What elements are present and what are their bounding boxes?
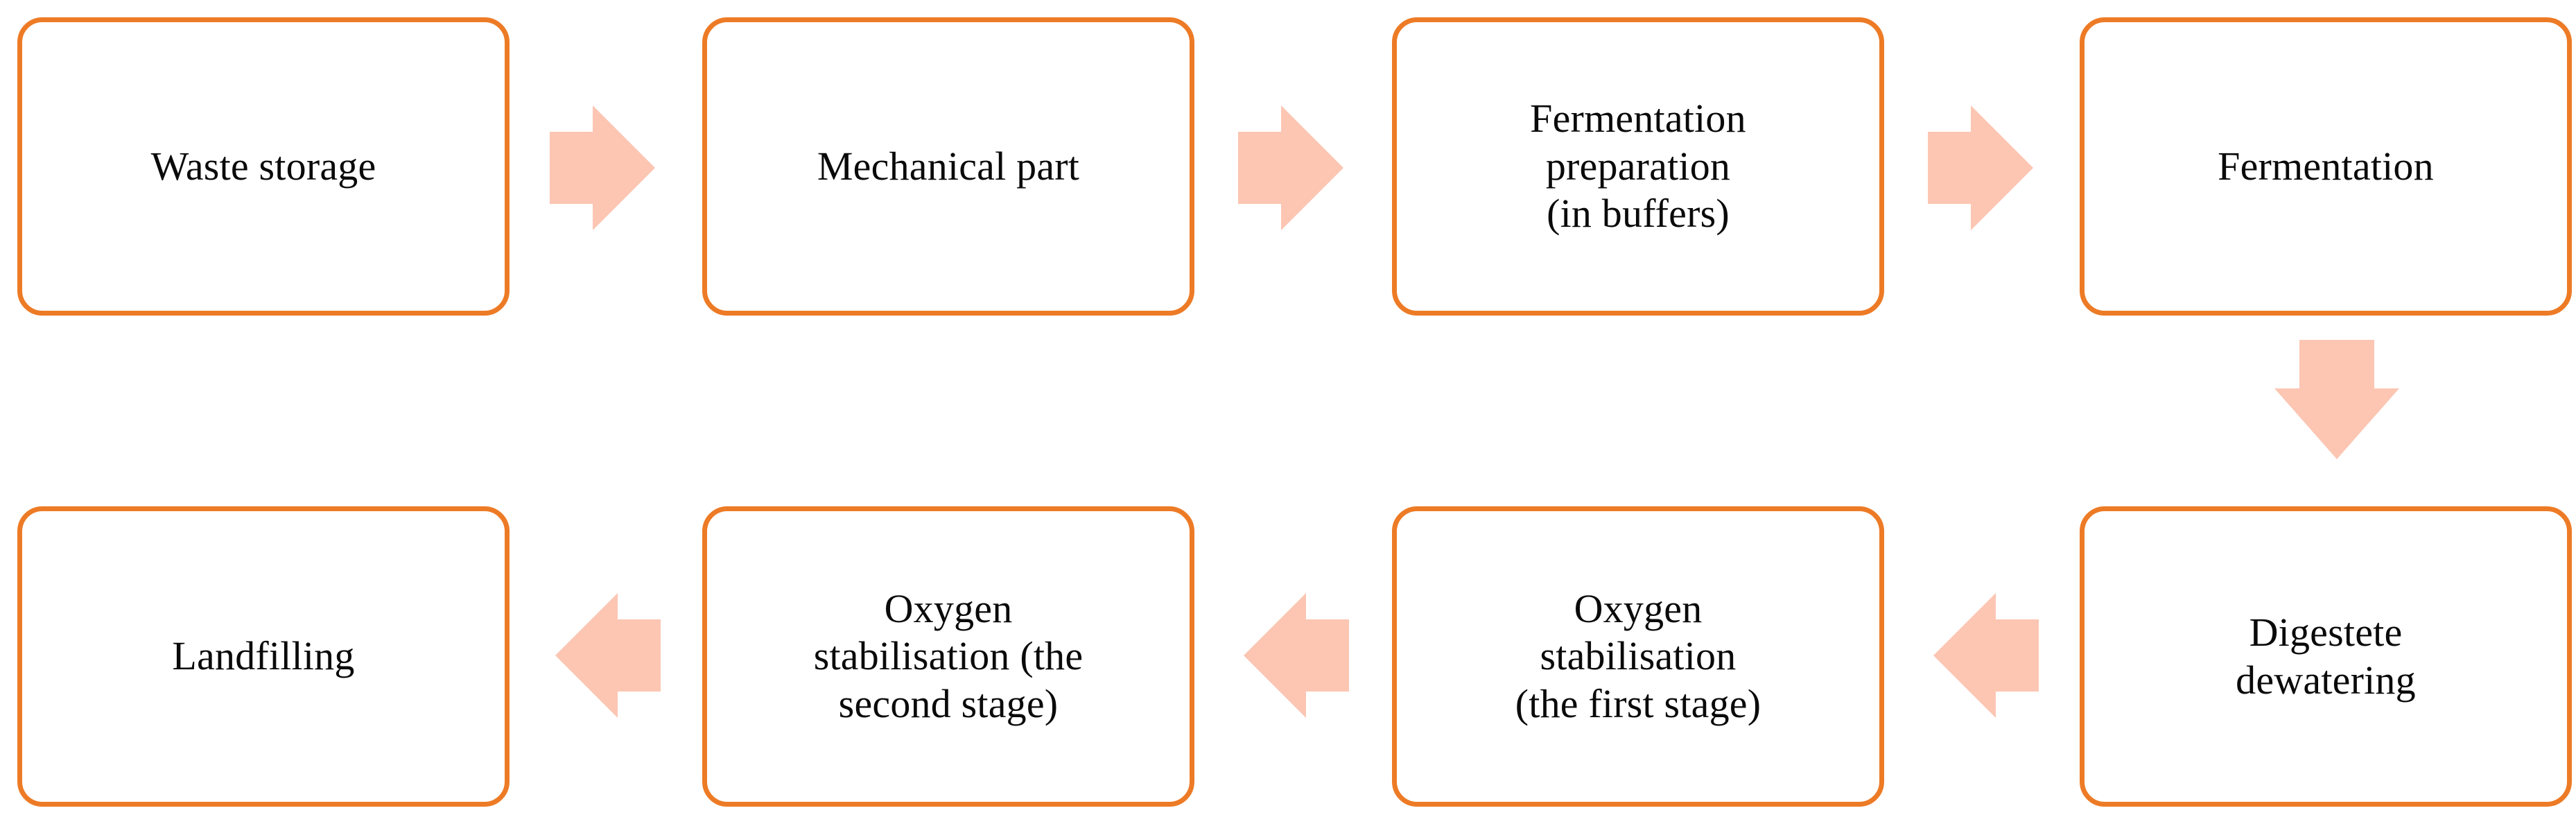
arrow-oxygen-stab-second-to-landfilling: [555, 593, 661, 718]
arrow-fermentation-prep-to-fermentation: [1928, 105, 2033, 230]
node-oxygen-stabilisation-first-stage[interactable]: Oxygen stabilisation (the first stage): [1392, 506, 1884, 807]
arrow-waste-storage-to-mechanical-part: [550, 105, 655, 230]
node-fermentation[interactable]: Fermentation: [2080, 17, 2572, 316]
node-label-oxygen-stabilisation-first-stage: Oxygen stabilisation (the first stage): [1515, 585, 1761, 726]
node-label-landfilling: Landfilling: [172, 633, 355, 679]
node-digestete-dewatering[interactable]: Digestete dewatering: [2080, 506, 2572, 807]
node-mechanical-part[interactable]: Mechanical part: [702, 17, 1194, 316]
node-landfilling[interactable]: Landfilling: [17, 506, 510, 807]
node-label-waste-storage: Waste storage: [150, 143, 376, 189]
node-waste-storage[interactable]: Waste storage: [17, 17, 510, 316]
node-label-fermentation: Fermentation: [2218, 143, 2434, 189]
node-label-mechanical-part: Mechanical part: [817, 143, 1080, 189]
node-label-digestete-dewatering: Digestete dewatering: [2236, 610, 2416, 703]
arrow-digestete-dewatering-to-oxygen-stab-first: [1933, 593, 2039, 718]
arrow-oxygen-stab-first-to-oxygen-stab-second: [1244, 593, 1349, 718]
arrow-fermentation-to-digestete-dewatering: [2274, 340, 2399, 459]
node-label-oxygen-stabilisation-second-stage: Oxygen stabilisation (the second stage): [813, 585, 1084, 726]
node-oxygen-stabilisation-second-stage[interactable]: Oxygen stabilisation (the second stage): [702, 506, 1194, 807]
node-fermentation-preparation[interactable]: Fermentation preparation (in buffers): [1392, 17, 1884, 316]
arrow-mechanical-part-to-fermentation-prep: [1238, 105, 1343, 230]
node-label-fermentation-preparation: Fermentation preparation (in buffers): [1530, 96, 1746, 237]
